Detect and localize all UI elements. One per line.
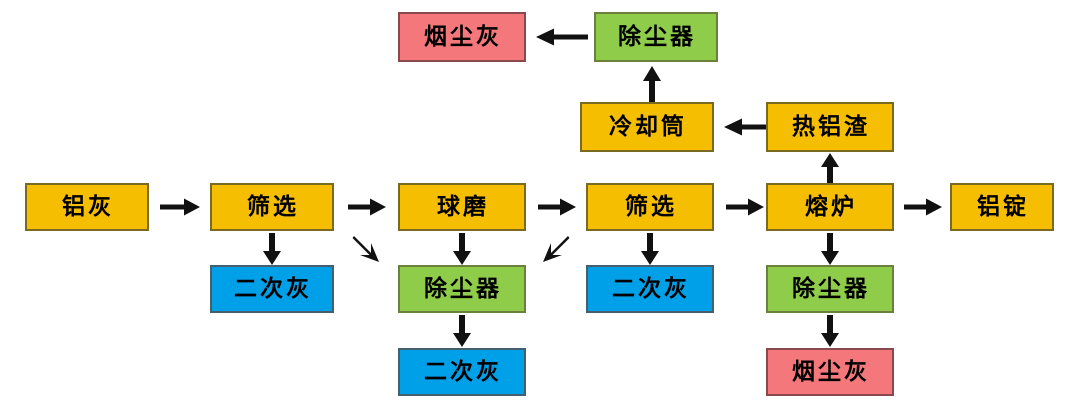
arrow-up-lengquetong-to-chuchen-top xyxy=(640,64,664,104)
node-label: 烟尘灰 xyxy=(792,358,870,385)
node-erci-hui-2: 二次灰 xyxy=(586,265,714,313)
node-label: 二次灰 xyxy=(234,275,312,302)
node-yanchen-hui-bottom: 烟尘灰 xyxy=(766,348,894,396)
node-label: 二次灰 xyxy=(612,275,690,302)
node-label: 熔炉 xyxy=(805,193,857,220)
node-yanchen-hui-top: 烟尘灰 xyxy=(398,12,526,62)
node-erci-hui-1: 二次灰 xyxy=(210,265,334,313)
node-label: 筛选 xyxy=(625,193,677,220)
node-shaixuan-2: 筛选 xyxy=(586,183,714,231)
node-label: 除尘器 xyxy=(618,23,696,50)
arrow-right-shaixuan1-to-qiumo xyxy=(344,195,388,219)
node-label: 烟尘灰 xyxy=(424,23,502,50)
node-shaixuan-1: 筛选 xyxy=(210,183,334,231)
node-rong-lu: 熔炉 xyxy=(766,183,894,231)
arrow-down-shaixuan2-to-erci2 xyxy=(638,232,662,266)
arrow-left-rezha-to-lengquetong xyxy=(722,115,774,139)
node-erci-hui-3: 二次灰 xyxy=(398,348,526,396)
node-label: 球磨 xyxy=(437,193,489,220)
node-chuchen-qi-mid: 除尘器 xyxy=(398,265,526,313)
arrow-diagonal-down-left-chuchenmid-to-shaixuan2 xyxy=(540,234,572,266)
node-label: 二次灰 xyxy=(424,358,502,385)
arrow-down-shaixuan1-to-erci1 xyxy=(260,232,284,266)
arrow-down-chuchenright-to-yanchen-bot xyxy=(818,314,842,348)
arrow-diagonal-down-right-erci1-to-qiumo xyxy=(350,234,382,266)
node-chuchen-qi-right: 除尘器 xyxy=(766,265,894,313)
arrow-down-ronglu-to-chuchen-right xyxy=(818,232,842,266)
arrow-right-shaixuan2-to-ronglu xyxy=(722,195,766,219)
node-lv-hui: 铝灰 xyxy=(25,183,149,231)
node-lengquetong: 冷却筒 xyxy=(580,102,714,152)
arrow-right-lvhui-to-shaixuan1 xyxy=(158,195,202,219)
node-label: 筛选 xyxy=(247,193,299,220)
node-label: 除尘器 xyxy=(792,275,870,302)
arrow-right-ronglu-to-lvding xyxy=(900,195,944,219)
arrow-down-chuchenmid-to-erci3 xyxy=(450,314,474,348)
node-label: 除尘器 xyxy=(424,275,502,302)
node-label: 铝灰 xyxy=(62,193,114,220)
node-label: 热铝渣 xyxy=(792,113,870,140)
node-lv-ding: 铝锭 xyxy=(950,183,1054,231)
node-label: 冷却筒 xyxy=(609,113,687,140)
node-re-lv-zha: 热铝渣 xyxy=(766,102,894,152)
arrow-up-ronglu-to-rezha xyxy=(818,152,842,186)
node-qiu-mo: 球磨 xyxy=(398,183,526,231)
node-label: 铝锭 xyxy=(977,193,1029,220)
arrow-left-chuchen-to-yanchen-top xyxy=(534,25,590,49)
arrow-down-qiumo-to-chuchen-mid xyxy=(450,232,474,266)
node-chuchen-qi-top: 除尘器 xyxy=(594,12,718,62)
arrow-right-qiumo-to-shaixuan2 xyxy=(534,195,578,219)
